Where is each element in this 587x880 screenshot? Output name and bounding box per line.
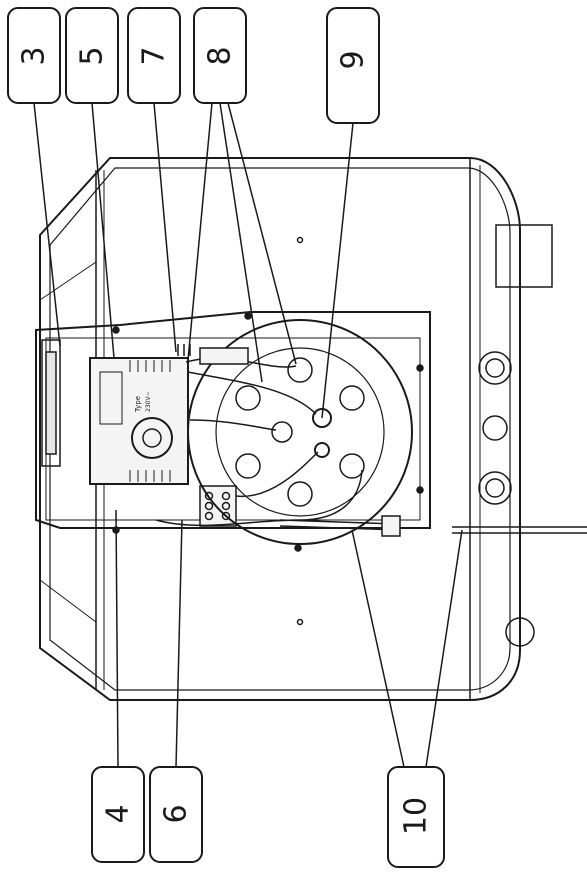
leader-line-10b — [425, 529, 463, 768]
nameplate-text-type: Type — [134, 396, 142, 413]
leader-line-5 — [91, 102, 115, 359]
power-cable — [279, 515, 587, 537]
leader-line-8b — [219, 102, 263, 383]
thermostat-module: Type 230V~ — [89, 357, 189, 485]
callout-label-5: 5 — [75, 46, 110, 65]
leader-line-8a — [187, 102, 213, 361]
leader-lines — [33, 102, 463, 768]
callout-label-10: 10 — [399, 797, 434, 835]
leader-line-7 — [153, 102, 177, 353]
heater-housing — [39, 157, 521, 701]
leader-line-9 — [321, 122, 354, 419]
pipe-fittings — [478, 224, 553, 647]
leader-line-10a — [351, 529, 405, 768]
callout-7: 7 — [127, 7, 181, 104]
callout-5: 5 — [65, 7, 119, 104]
leader-line-4 — [115, 509, 119, 768]
callout-4: 4 — [91, 766, 145, 863]
callout-6: 6 — [149, 766, 203, 863]
callout-label-9: 9 — [336, 50, 371, 69]
callout-9: 9 — [326, 7, 380, 124]
callout-label-4: 4 — [101, 804, 136, 823]
callout-label-6: 6 — [159, 804, 194, 823]
callout-3: 3 — [7, 7, 61, 104]
leader-line-3 — [33, 102, 61, 347]
nameplate-text-voltage: 230V~ — [145, 391, 152, 412]
display-panel — [41, 339, 61, 467]
callout-label-8: 8 — [203, 46, 238, 65]
leader-line-6 — [175, 519, 183, 768]
callout-label-3: 3 — [17, 46, 52, 65]
heating-element-flange — [187, 319, 413, 545]
leader-line-8c — [227, 102, 297, 365]
callout-8: 8 — [193, 7, 247, 104]
callout-label-7: 7 — [137, 46, 172, 65]
callout-10: 10 — [387, 766, 445, 868]
